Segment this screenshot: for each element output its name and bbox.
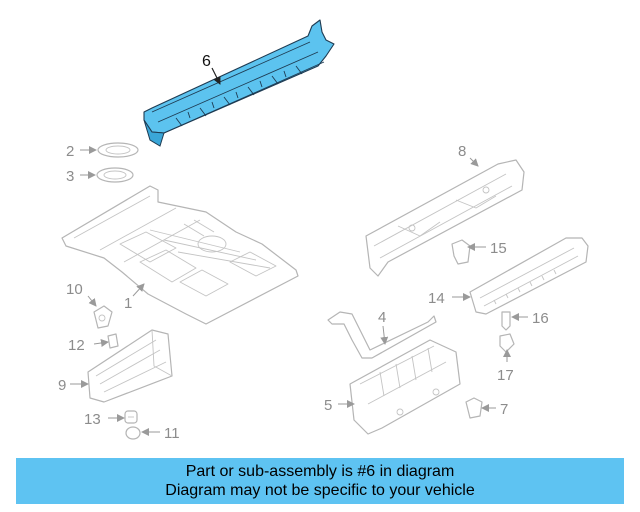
callout-10: 10: [66, 281, 83, 298]
info-banner: Part or sub-assembly is #6 in diagram Di…: [16, 458, 624, 504]
part-12-pin[interactable]: [107, 333, 119, 349]
callout-9: 9: [58, 377, 66, 394]
part-3-plug[interactable]: [96, 167, 134, 183]
exploded-parts-diagram: 6 2 3 8 15 14 16 17 10 1 12 9 13 11 4 5 …: [58, 19, 589, 442]
part-11-nut[interactable]: [125, 426, 141, 440]
part-7-bracket[interactable]: [465, 397, 483, 419]
part-13-bolt[interactable]: [124, 410, 138, 424]
part-5-step-well[interactable]: [349, 339, 461, 435]
part-15-bracket[interactable]: [451, 239, 471, 265]
part-6-highlighted[interactable]: [143, 19, 335, 147]
callout-12: 12: [68, 337, 85, 354]
part-17-clip[interactable]: [499, 333, 515, 353]
banner-line-2: Diagram may not be specific to your vehi…: [165, 482, 475, 499]
callout-6: 6: [202, 53, 211, 70]
part-10-clip[interactable]: [93, 305, 113, 329]
part-1-floor-pan[interactable]: [61, 185, 299, 325]
callout-15: 15: [490, 240, 507, 257]
callout-5: 5: [324, 397, 332, 414]
part-2-grommet[interactable]: [97, 142, 139, 158]
callout-3: 3: [66, 168, 74, 185]
callout-13: 13: [84, 411, 101, 428]
callout-14: 14: [428, 290, 445, 307]
callout-16: 16: [532, 310, 549, 327]
callout-1: 1: [124, 295, 132, 312]
callout-labels: 6 2 3 8 15 14 16 17 10 1 12 9 13 11 4 5 …: [58, 53, 549, 442]
leader-lines: [70, 67, 528, 436]
part-4-trim-strip[interactable]: [327, 311, 437, 359]
part-8-inner-panel[interactable]: [365, 159, 525, 277]
callout-17: 17: [497, 367, 514, 384]
callout-2: 2: [66, 143, 74, 160]
part-14-step-pad[interactable]: [469, 237, 589, 315]
part-9-step-tray[interactable]: [87, 329, 173, 403]
callout-4: 4: [378, 309, 386, 326]
part-16-screw[interactable]: [501, 311, 511, 331]
callout-11: 11: [164, 425, 180, 442]
banner-line-1: Part or sub-assembly is #6 in diagram: [185, 463, 455, 480]
callout-8: 8: [458, 143, 466, 160]
callout-7: 7: [500, 401, 508, 418]
